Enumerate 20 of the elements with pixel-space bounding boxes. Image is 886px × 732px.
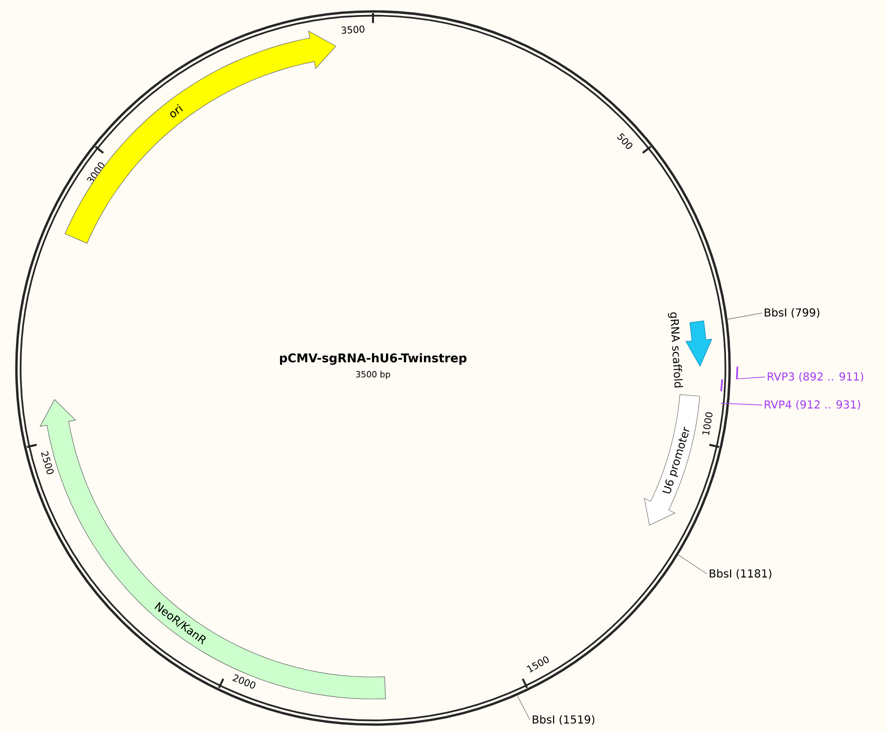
leader-line: [678, 554, 708, 574]
leader-line: [516, 694, 530, 720]
primer-mark: [736, 366, 738, 380]
tick-label: 2000: [232, 674, 256, 689]
site-label: BbsI (1519): [532, 715, 594, 725]
tick-label: 1000: [702, 412, 712, 436]
primer-mark: [720, 379, 724, 392]
site-label: BbsI (1181): [710, 569, 772, 579]
tick-label: 2500: [41, 451, 54, 474]
leader-line: [720, 402, 762, 406]
tick-label: 500: [617, 132, 632, 149]
plasmid-name: pCMV-sgRNA-hU6-Twinstrep: [280, 353, 466, 365]
node-label: gRNA scaffold: [668, 312, 684, 388]
plasmid-size: 3500 bp: [356, 370, 390, 380]
leader-line: [726, 312, 762, 320]
primer-label: RVP3 (892 .. 911): [768, 372, 864, 382]
primer-label: RVP4 (912 .. 931): [764, 400, 860, 410]
feature-annotation: gRNA scaffold: [668, 312, 712, 388]
tick-label: 3500: [342, 25, 364, 34]
site-label: BbsI (799): [764, 308, 820, 318]
